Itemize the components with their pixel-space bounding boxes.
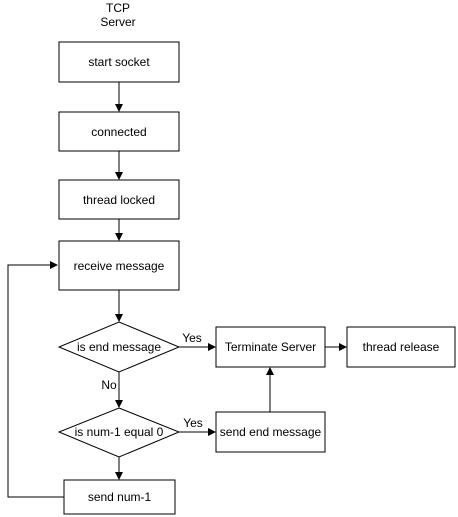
node-connected [58, 111, 180, 152]
decision-is-end-message [57, 321, 181, 373]
node-connected-label: connected [91, 125, 146, 139]
node-terminate-server [215, 326, 326, 368]
node-send-end-message-label: send end message [220, 425, 322, 439]
node-send-num [63, 479, 176, 515]
decision-is-num-equal-zero [57, 407, 181, 458]
node-send-num-label: send num-1 [88, 490, 152, 504]
node-thread-release [346, 326, 456, 368]
node-thread-locked-label: thread locked [83, 193, 155, 207]
node-receive-message [58, 240, 180, 291]
node-start-socket [58, 41, 180, 83]
node-thread-locked [58, 179, 180, 220]
edge-loop-back-to-receive [7, 261, 64, 498]
node-send-end-message [215, 411, 326, 453]
edge-label-yes-send-end: Yes [183, 416, 203, 430]
edge-label-no: No [101, 378, 117, 392]
node-terminate-server-label: Terminate Server [225, 340, 316, 354]
edge-label-yes-terminate: Yes [182, 331, 202, 345]
node-receive-message-label: receive message [74, 259, 165, 273]
diagram-title-line2: Server [100, 15, 135, 29]
node-thread-release-label: thread release [363, 340, 440, 354]
decision-is-num-equal-zero-label: is num-1 equal 0 [75, 425, 164, 439]
node-start-socket-label: start socket [88, 55, 150, 69]
diagram-title-line1: TCP [106, 1, 130, 15]
decision-is-end-message-label: is end message [77, 340, 161, 354]
